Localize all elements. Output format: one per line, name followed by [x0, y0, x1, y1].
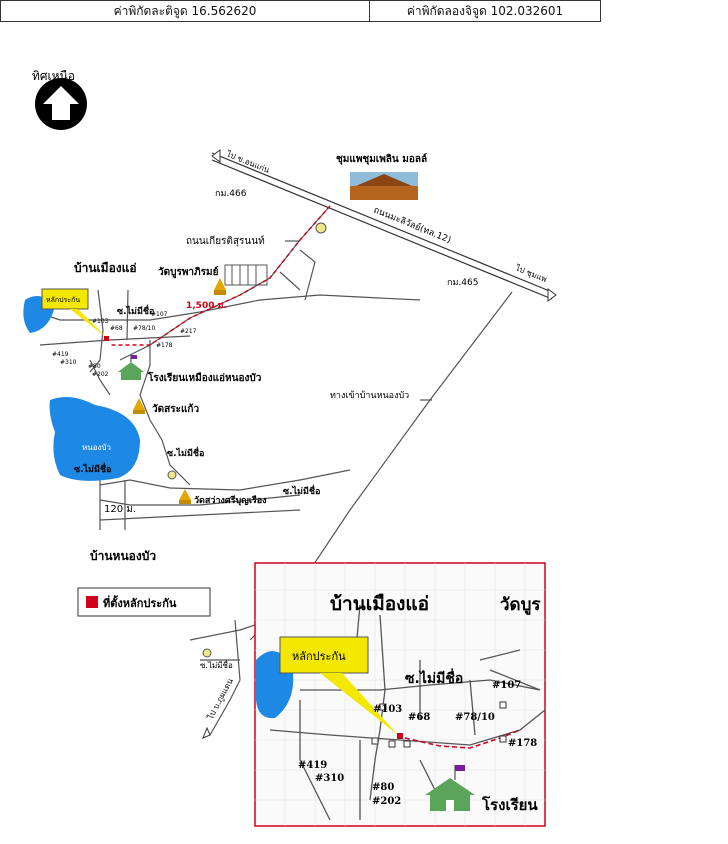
- wat-sawang-label: วัดสว่างศรีบุญเรือง: [194, 494, 267, 506]
- label-80: #80: [88, 363, 101, 370]
- distance-120-label: 120 ม.: [104, 504, 136, 515]
- soi-label-3: ซ.ไม่มีชื่อ: [167, 446, 204, 459]
- label-103: #103: [92, 318, 109, 325]
- soi-label-4: ซ.ไม่มีชื่อ: [283, 484, 320, 497]
- coordinates-header: ค่าพิกัดละติจูด 16.562620 ค่าพิกัดลองจิจ…: [0, 0, 728, 24]
- inset-label-310: #310: [315, 773, 344, 784]
- label-419: #419: [52, 351, 69, 358]
- marker-icon-2: [167, 470, 177, 480]
- temple-icon-sawang: [179, 489, 191, 504]
- nongbua-entrance-label: ทางเข้าบ้านหนองบัว: [330, 390, 409, 401]
- inset-collateral-marker: [397, 733, 403, 739]
- label-217: #217: [180, 328, 197, 335]
- ban-nong-bua-label: บ้านหนองบัว: [90, 549, 156, 563]
- inset-label-419: #419: [298, 760, 327, 771]
- label-68: #68: [110, 325, 123, 332]
- label-310: #310: [60, 359, 77, 366]
- inset-callout-label: หลักประกัน: [292, 650, 346, 663]
- marker-icon-3: [202, 648, 212, 658]
- legend-box: [77, 587, 211, 617]
- inset-label-103: #103: [373, 704, 402, 715]
- inset-label-78: #78/10: [455, 712, 495, 723]
- inset-map: บ้านเมืองแอ่ วัดบูร ซ.ไม่มีชื่อ หลักประก…: [254, 562, 546, 827]
- inset-label-80: #80: [372, 782, 394, 793]
- km466-label: กม.466: [215, 189, 247, 199]
- arrow-bottom-icon: [202, 726, 211, 739]
- lake-label: หนองบัว: [82, 443, 111, 452]
- residential-block: [224, 264, 268, 286]
- label-178: #178: [156, 342, 173, 349]
- inset-label-202: #202: [372, 796, 401, 807]
- school-label: โรงเรียนเหมืองแอ่หนองบัว: [147, 371, 262, 384]
- inset-school-icon: [425, 765, 475, 811]
- mall-label: ชุมแพชุมเพลิน มอลล์: [336, 153, 427, 165]
- label-78: #78/10: [133, 325, 156, 332]
- legend-label: ที่ตั้งหลักประกัน: [103, 595, 177, 610]
- callout-pointer: [70, 309, 107, 338]
- latitude-cell: ค่าพิกัดละติจูด 16.562620: [0, 0, 370, 22]
- southern-roads: [189, 619, 256, 736]
- kiat-road-label: ถนนเกียรติสุรนนท์: [186, 235, 265, 247]
- mall-image: [350, 172, 418, 200]
- school-icon: [118, 355, 144, 380]
- to-chumphae-right: ไป ชุมแพ: [513, 263, 548, 284]
- soi-label-5: ซ.ไม่มีชื่อ: [200, 659, 233, 670]
- inset-label-178: #178: [508, 738, 537, 749]
- longitude-cell: ค่าพิกัดลองจิจูด 102.032601: [370, 0, 601, 22]
- route-path: [110, 205, 331, 346]
- inset-label-68: #68: [408, 712, 430, 723]
- inset-label-107: #107: [492, 680, 521, 691]
- wat-burapha-label: วัดบูรพาภิรมย์: [158, 266, 219, 279]
- distance-1500-label: 1,500 ม.: [186, 301, 227, 311]
- to-khonkaen-left: ไป ข.อนแก่น: [224, 149, 271, 175]
- inset-title: บ้านเมืองแอ่: [330, 593, 429, 615]
- wat-sakaew-label: วัดสระแก้ว: [152, 403, 199, 415]
- north-arrow-icon: [35, 78, 87, 130]
- inset-title-right: วัดบูร: [500, 595, 541, 616]
- collateral-marker: [104, 336, 109, 341]
- callout-label: หลักประกัน: [46, 296, 80, 304]
- legend-swatch: [86, 596, 98, 608]
- nong-bua-lake: [49, 396, 140, 481]
- temple-icon-sakaew: [133, 398, 145, 414]
- km465-label: กม.465: [447, 278, 478, 288]
- collateral-callout: [41, 288, 89, 310]
- soi-label-2: ซ.ไม่มีชื่อ: [74, 462, 111, 475]
- inset-school-label: โรงเรียน: [481, 795, 538, 814]
- ban-mueang-ae-label: บ้านเมืองแอ่: [74, 261, 137, 275]
- route-marker-icon: [315, 222, 327, 234]
- inset-soi-label: ซ.ไม่มีชื่อ: [405, 668, 463, 687]
- highway-road: [211, 149, 557, 302]
- label-202: #202: [92, 371, 109, 378]
- highway-label: ถนนมะลิวัลย์(ทล.12): [372, 204, 453, 246]
- soi-label-1: ซ.ไม่มีชื่อ: [117, 304, 154, 317]
- temple-icon: [214, 278, 226, 295]
- label-107: #107: [151, 311, 168, 318]
